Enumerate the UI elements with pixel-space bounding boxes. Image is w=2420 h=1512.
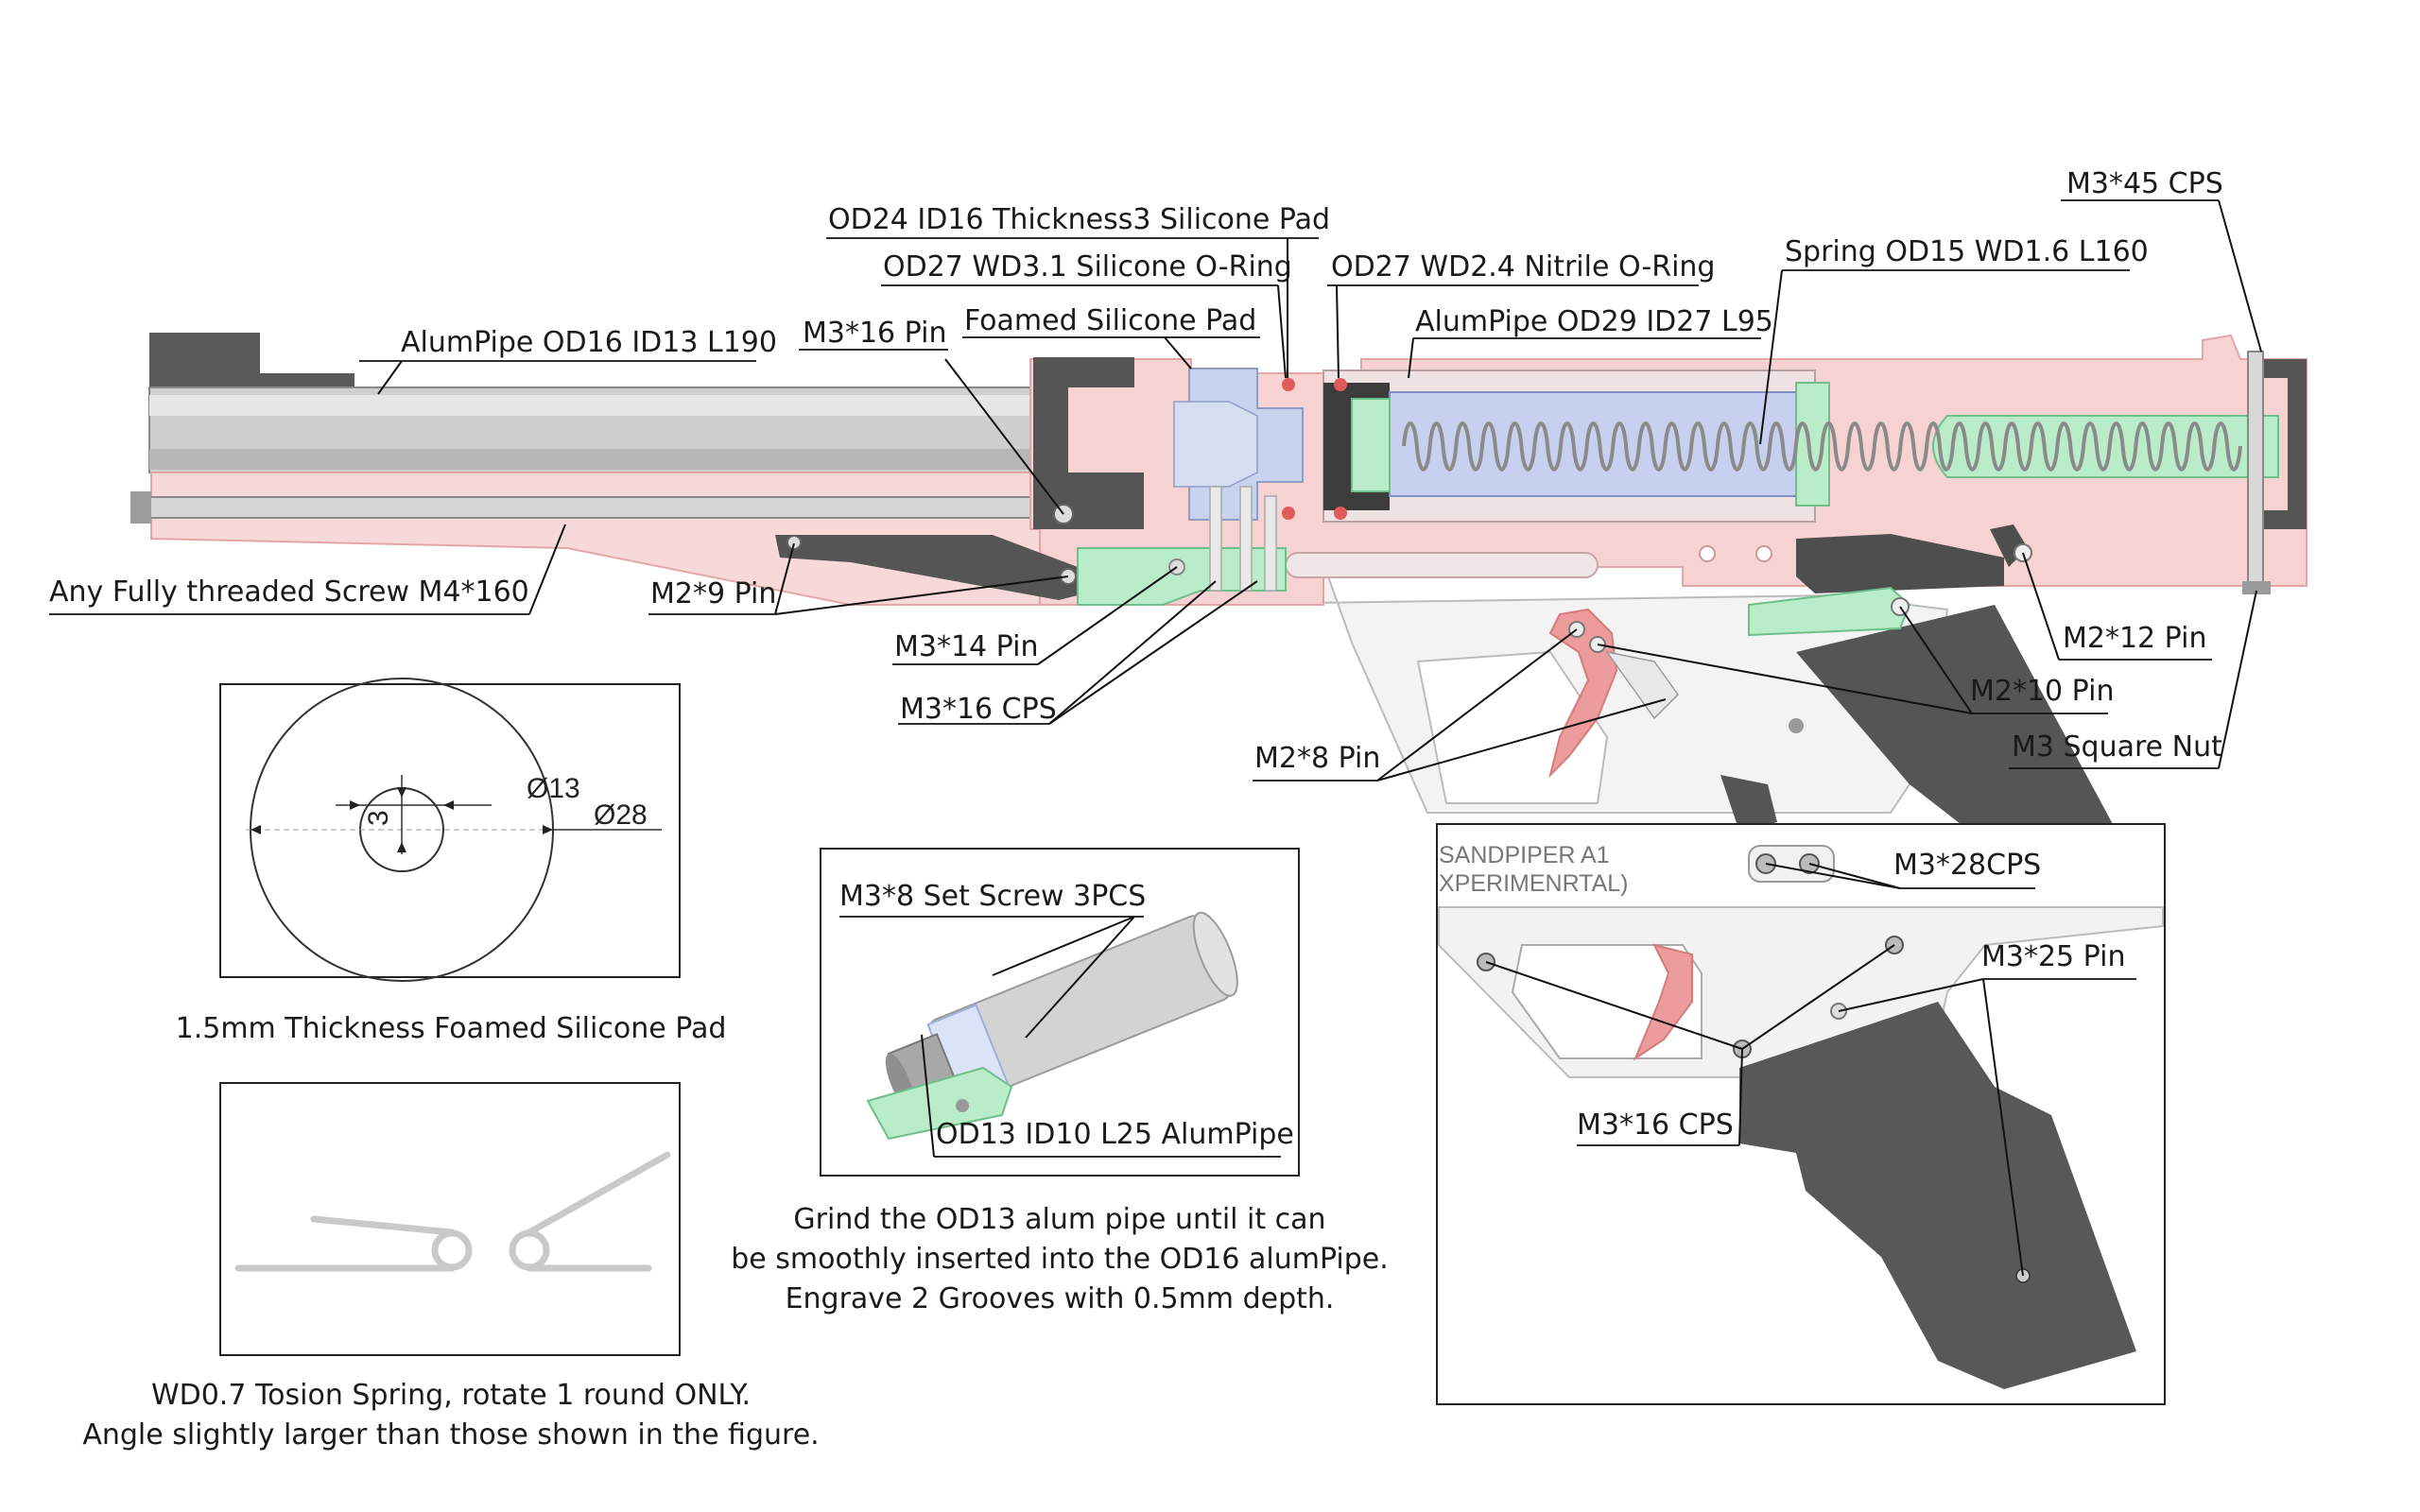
dim-id-label: Ø13 <box>527 773 580 804</box>
dim-od-label: Ø28 <box>594 799 648 831</box>
label-m3-25-pin: M3*25 Pin <box>1981 940 2125 973</box>
silicone-oring-bottom <box>1282 507 1295 520</box>
label-m2-8-pin: M2*8 Pin <box>1254 742 1380 775</box>
torsion-spring-right <box>509 1151 671 1272</box>
label-cylinder-pipe: AlumPipe OD29 ID27 L95 <box>1415 305 1773 338</box>
upper-receiver <box>1029 334 2308 606</box>
detail-trigger <box>1633 943 1693 1061</box>
label-m3-45-cps: M3*45 CPS <box>2066 167 2223 200</box>
pipe-green-bracket <box>866 1066 1013 1141</box>
label-barrel-pipe: AlumPipe OD16 ID13 L190 <box>401 326 777 359</box>
label-silicone-pad: OD24 ID16 Thickness3 Silicone Pad <box>828 203 1330 236</box>
leader-lines <box>49 199 2262 782</box>
nozzle <box>1173 401 1258 488</box>
label-m3-28-cps: M3*28CPS <box>1893 849 2041 882</box>
detail-panel: SANDPIPER A1 XPERIMENRTAL) M3*28CPS M3*2… <box>1436 823 2166 1405</box>
label-m2-9-pin: M2*9 Pin <box>650 577 776 610</box>
dim-width-label: 3 <box>363 810 394 826</box>
label-m2-12-pin: M2*12 Pin <box>2063 622 2206 655</box>
latch-block <box>1077 547 1287 606</box>
trigger-group <box>1548 524 2032 779</box>
nitrile-oring-bottom <box>1334 507 1347 520</box>
label-m3-16-pin: M3*16 Pin <box>803 317 946 350</box>
sear-spring-block <box>1748 586 1911 637</box>
label-foamed-pad: Foamed Silicone Pad <box>964 304 1256 337</box>
receiver-rear-cap <box>2259 359 2307 529</box>
engraving-line-1: SANDPIPER A1 <box>1439 842 1610 868</box>
front-sight <box>149 333 354 397</box>
silicone-oring-top <box>1282 378 1295 391</box>
label-od13-pipe: OD13 ID10 L25 AlumPipe <box>936 1118 1294 1151</box>
spring-caption-1: WD0.7 Tosion Spring, rotate 1 round ONLY… <box>151 1379 751 1412</box>
grip-upper <box>1796 605 2127 850</box>
torsion-spring-left <box>234 1215 473 1272</box>
lever-arm <box>775 535 1078 600</box>
label-main-spring: Spring OD15 WD1.6 L160 <box>1785 235 2149 268</box>
pipe-caption-3: Engrave 2 Grooves with 0.5mm depth. <box>786 1282 1335 1315</box>
pipe-panel: M3*8 Set Screw 3PCS OD13 ID10 L25 AlumPi… <box>731 848 1389 1315</box>
spring-coil-path <box>1402 421 2242 472</box>
spring-panel-frame <box>219 1082 681 1356</box>
main-spring <box>1402 421 2242 472</box>
label-square-nut: M3 Square Nut <box>2012 730 2222 764</box>
m4-screw-rod <box>131 496 1031 519</box>
spring-caption-2: Angle slightly larger than those shown i… <box>82 1418 819 1452</box>
detail-grip <box>1739 1002 2136 1389</box>
spring-panel: WD0.7 Tosion Spring, rotate 1 round ONLY… <box>82 1082 820 1452</box>
label-set-screw: M3*8 Set Screw 3PCS <box>839 880 1146 913</box>
piston-body <box>1389 391 1825 497</box>
front-lever <box>775 472 1287 606</box>
engraving-line-2: XPERIMENRTAL) <box>1439 870 1629 897</box>
nitrile-oring-top <box>1334 378 1347 391</box>
label-m4-screw: Any Fully threaded Screw M4*160 <box>49 576 529 609</box>
sear <box>1796 534 2004 593</box>
m3-45-screw <box>2247 351 2264 589</box>
pipe-caption-1: Grind the OD13 alum pipe until it can <box>793 1203 1325 1236</box>
pad-panel: Ø13 Ø28 3 1.5mm Thickness Foamed Silicon… <box>176 678 727 1045</box>
pad-caption: 1.5mm Thickness Foamed Silicone Pad <box>176 1012 727 1045</box>
label-silicone-oring: OD27 WD3.1 Silicone O-Ring <box>883 250 1292 284</box>
label-m2-10-pin: M2*10 Pin <box>1970 675 2114 708</box>
callout-labels: OD24 ID16 Thickness3 Silicone Pad OD27 W… <box>49 167 2223 775</box>
pipe-caption-2: be smoothly inserted into the OD16 alumP… <box>731 1243 1389 1276</box>
pad-panel-frame <box>219 683 681 978</box>
label-m3-16-cps: M3*16 CPS <box>900 693 1057 726</box>
label-detail-m3-16-cps: M3*16 CPS <box>1577 1108 1734 1142</box>
label-nitrile-oring: OD27 WD2.4 Nitrile O-Ring <box>1331 250 1715 284</box>
frame-pin-hole <box>1789 718 1804 733</box>
label-m3-14-pin: M3*14 Pin <box>894 630 1038 663</box>
grip-spur <box>1720 775 1777 832</box>
